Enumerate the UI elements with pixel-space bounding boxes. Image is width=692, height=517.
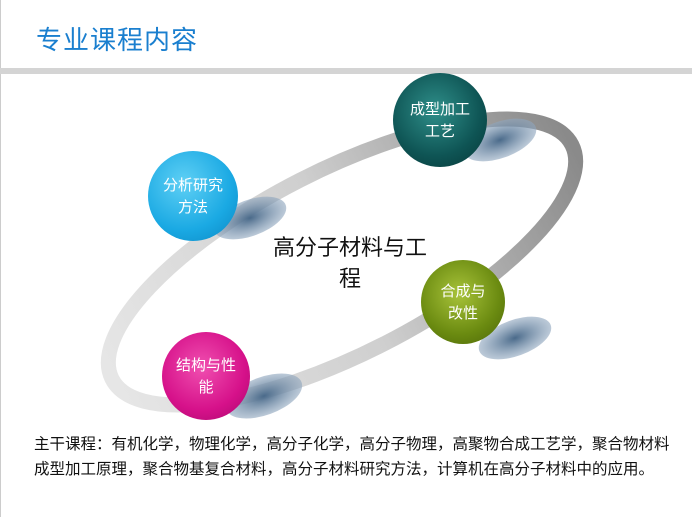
node-label: 结构与性能 xyxy=(175,356,236,396)
slide-border xyxy=(0,0,1,517)
node-shadow xyxy=(478,316,552,360)
page-title: 专业课程内容 xyxy=(36,26,199,56)
node-label: 成型加工工艺 xyxy=(409,100,470,140)
node-processing: 成型加工工艺 xyxy=(393,73,487,167)
node-synthesis: 合成与改性 xyxy=(421,260,505,344)
node-label: 分析研究方法 xyxy=(162,176,223,216)
node-structure: 结构与性能 xyxy=(162,332,250,420)
title-divider xyxy=(0,68,692,74)
node-label: 合成与改性 xyxy=(440,282,486,322)
center-label: 高分子材料与工程 xyxy=(272,236,427,292)
main-courses-text: 主干课程：有机化学，物理化学，高分子化学，高分子物理，高聚物合成工艺学，聚合物材… xyxy=(34,435,670,478)
node-analysis-methods: 分析研究方法 xyxy=(148,151,238,241)
cycle-ring xyxy=(100,111,584,413)
